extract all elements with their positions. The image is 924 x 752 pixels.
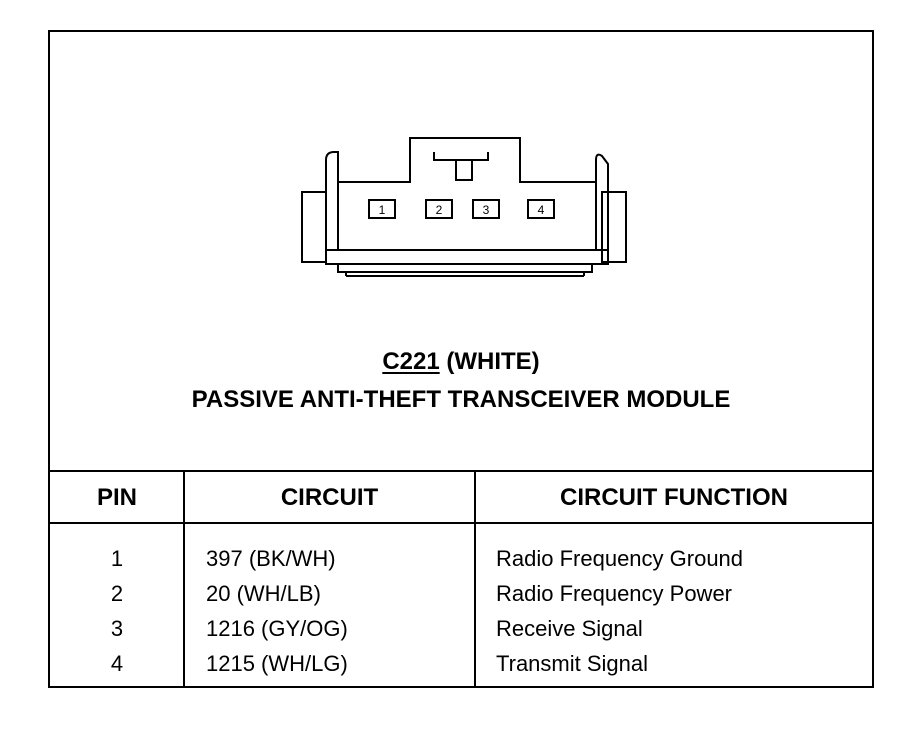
row-function: Transmit Signal (496, 651, 649, 676)
connector-skirt (337, 263, 593, 273)
row-circuit: 1216 (GY/OG) (206, 616, 348, 641)
lock-tab (433, 152, 489, 161)
row-pin: 2 (110, 581, 124, 606)
table-top-border (50, 470, 872, 472)
row-circuit: 1215 (WH/LG) (206, 651, 348, 676)
column-divider-2 (474, 472, 476, 688)
terminal-1-label: 1 (379, 203, 386, 217)
connector-body (325, 137, 609, 265)
left-latch-wing (301, 191, 327, 263)
row-circuit: 20 (WH/LB) (206, 581, 321, 606)
terminal-1-cavity (368, 199, 396, 219)
row-function: Radio Frequency Power (496, 581, 733, 606)
right-latch-wing (601, 191, 627, 263)
connector-diagram-frame: 1 2 3 4 C221 (WHITE) PASSIVE ANTI-THEFT … (48, 30, 874, 688)
row-function: Radio Frequency Ground (496, 546, 744, 571)
terminal-2-label: 2 (436, 203, 443, 217)
terminal-2-cavity (425, 199, 453, 219)
terminal-3-label: 3 (483, 203, 490, 217)
row-function: Receive Signal (496, 616, 643, 641)
header-circuit: CIRCUIT (280, 484, 379, 511)
connector-illustration: 1 2 3 4 (301, 137, 627, 277)
row-pin: 3 (110, 616, 124, 641)
header-divider (50, 522, 872, 524)
row-circuit: 397 (BK/WH) (206, 546, 336, 571)
terminal-4-cavity (527, 199, 555, 219)
column-divider-1 (183, 472, 185, 688)
header-pin: PIN (96, 484, 137, 511)
connector-color: (WHITE) (446, 348, 540, 375)
row-pin: 1 (110, 546, 124, 571)
terminal-4-label: 4 (538, 203, 545, 217)
terminal-3-cavity (472, 199, 500, 219)
connector-title: C221 (WHITE) (50, 348, 872, 376)
module-name: PASSIVE ANTI-THEFT TRANSCEIVER MODULE (191, 386, 731, 413)
connector-id: C221 (382, 348, 440, 375)
header-circuit-function: CIRCUIT FUNCTION (560, 484, 788, 511)
row-pin: 4 (110, 651, 124, 676)
